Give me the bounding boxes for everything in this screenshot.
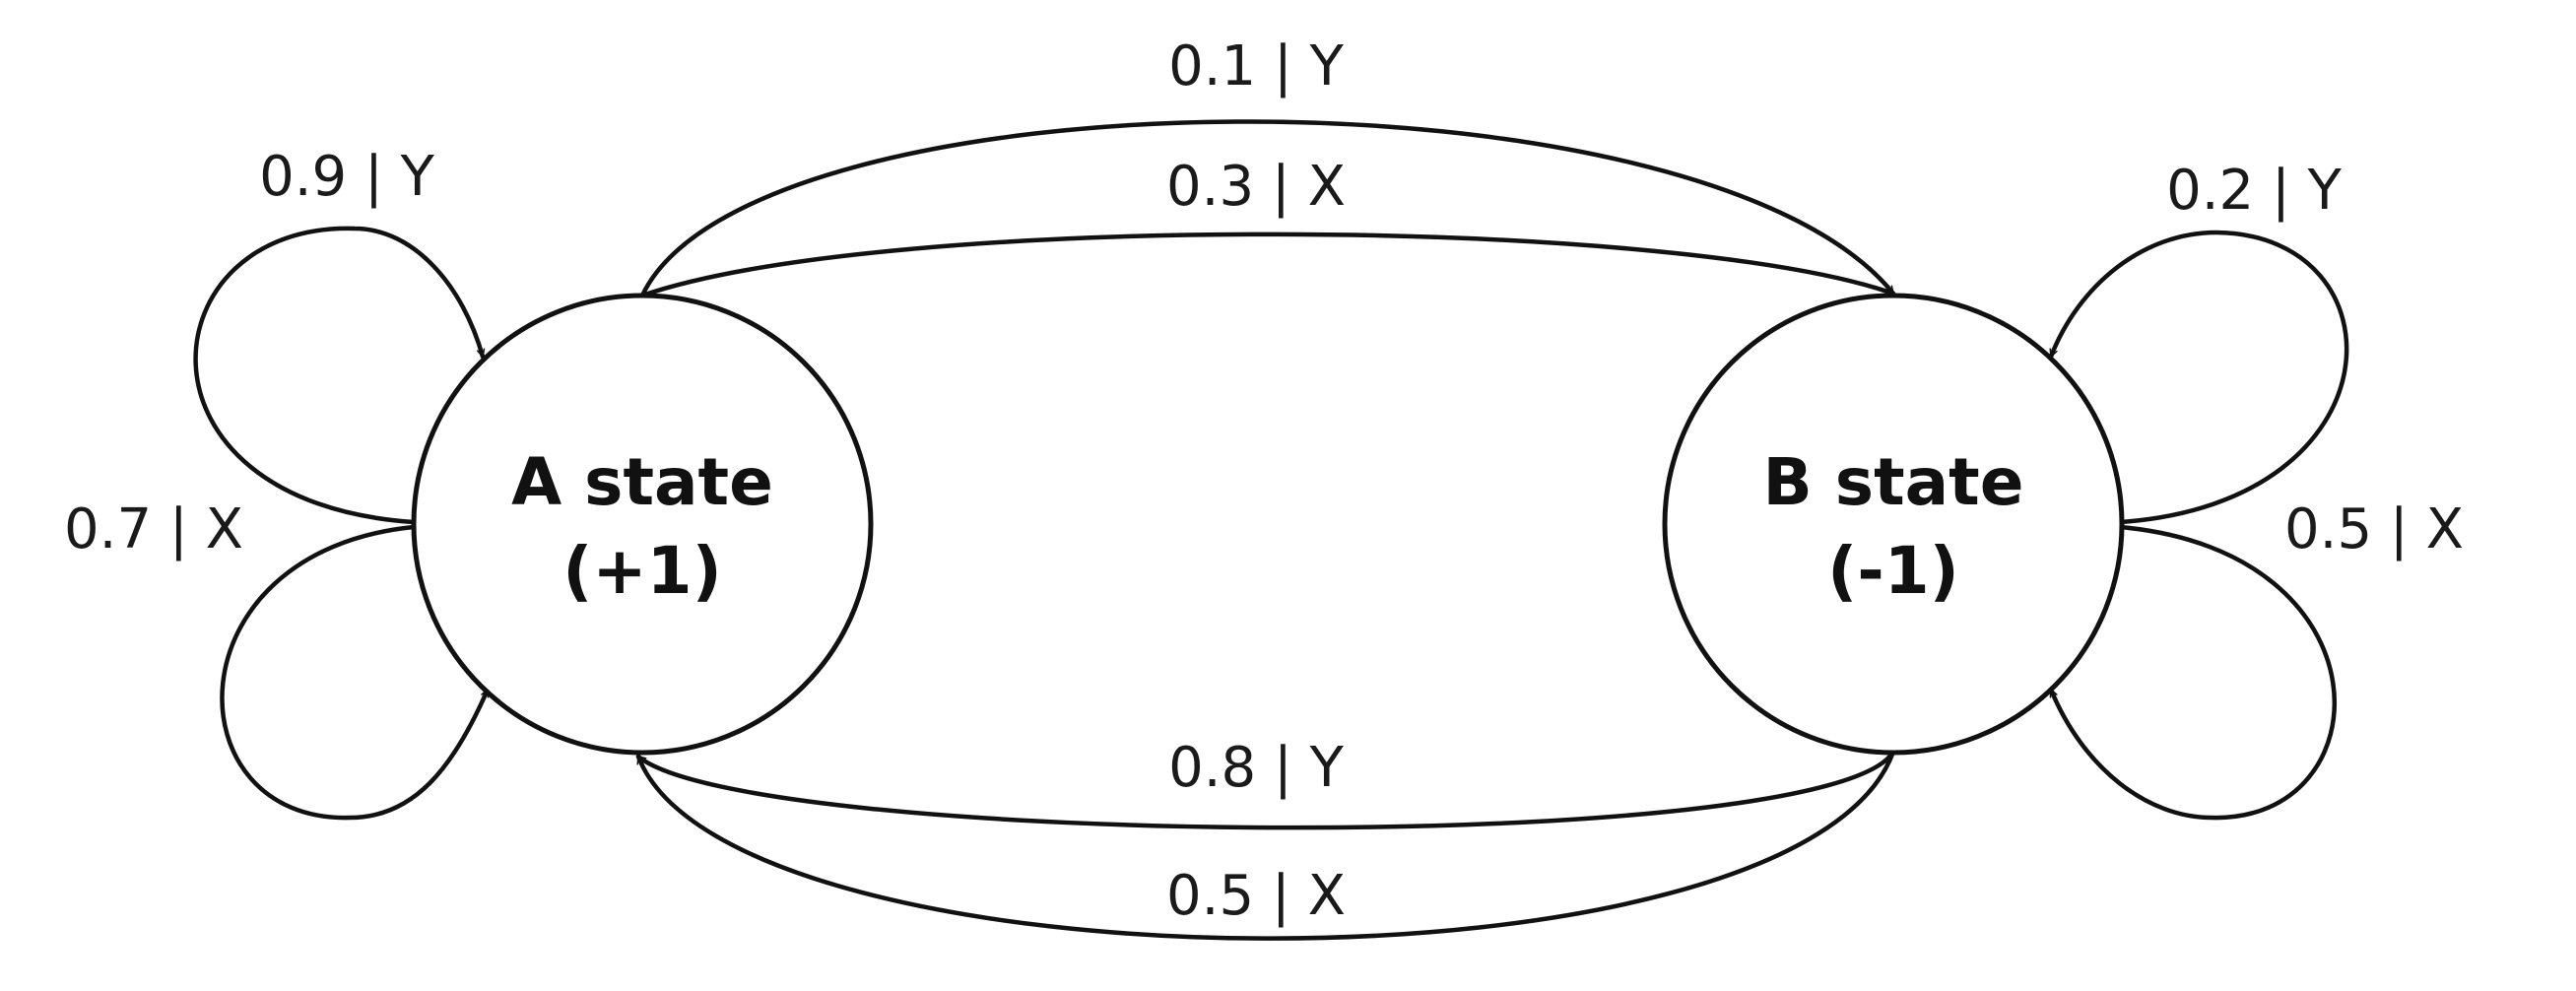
edge-a-to-b-y (639, 119, 1896, 298)
state-b-name: B state (1763, 444, 2024, 520)
edge-a-to-b-x (639, 231, 1896, 298)
state-a-name: A state (511, 444, 773, 520)
edge-b-to-a-y (635, 749, 1896, 830)
state-a-value: (+1) (562, 533, 722, 609)
label-a-to-b-y: 0.1 | Y (1168, 34, 1345, 99)
label-a-self-x: 0.7 | X (64, 497, 243, 562)
label-b-self-x: 0.5 | X (2284, 497, 2464, 562)
label-a-to-b-x: 0.3 | X (1166, 155, 1346, 219)
edge-b-self-x (2048, 524, 2337, 821)
state-b-value: (-1) (1827, 533, 1959, 609)
state-node-b (1662, 293, 2125, 756)
edge-a-self-x (220, 524, 491, 821)
label-b-to-a-y: 0.8 | Y (1168, 736, 1345, 800)
label-a-self-y: 0.9 | Y (259, 145, 435, 209)
edge-b-to-a-x (635, 749, 1896, 941)
label-b-to-a-x: 0.5 | X (1166, 864, 1346, 928)
state-node-a (411, 293, 874, 756)
edge-a-self-y (193, 226, 483, 525)
label-b-self-y: 0.2 | Y (2166, 159, 2343, 223)
edge-b-self-y (2048, 230, 2349, 525)
